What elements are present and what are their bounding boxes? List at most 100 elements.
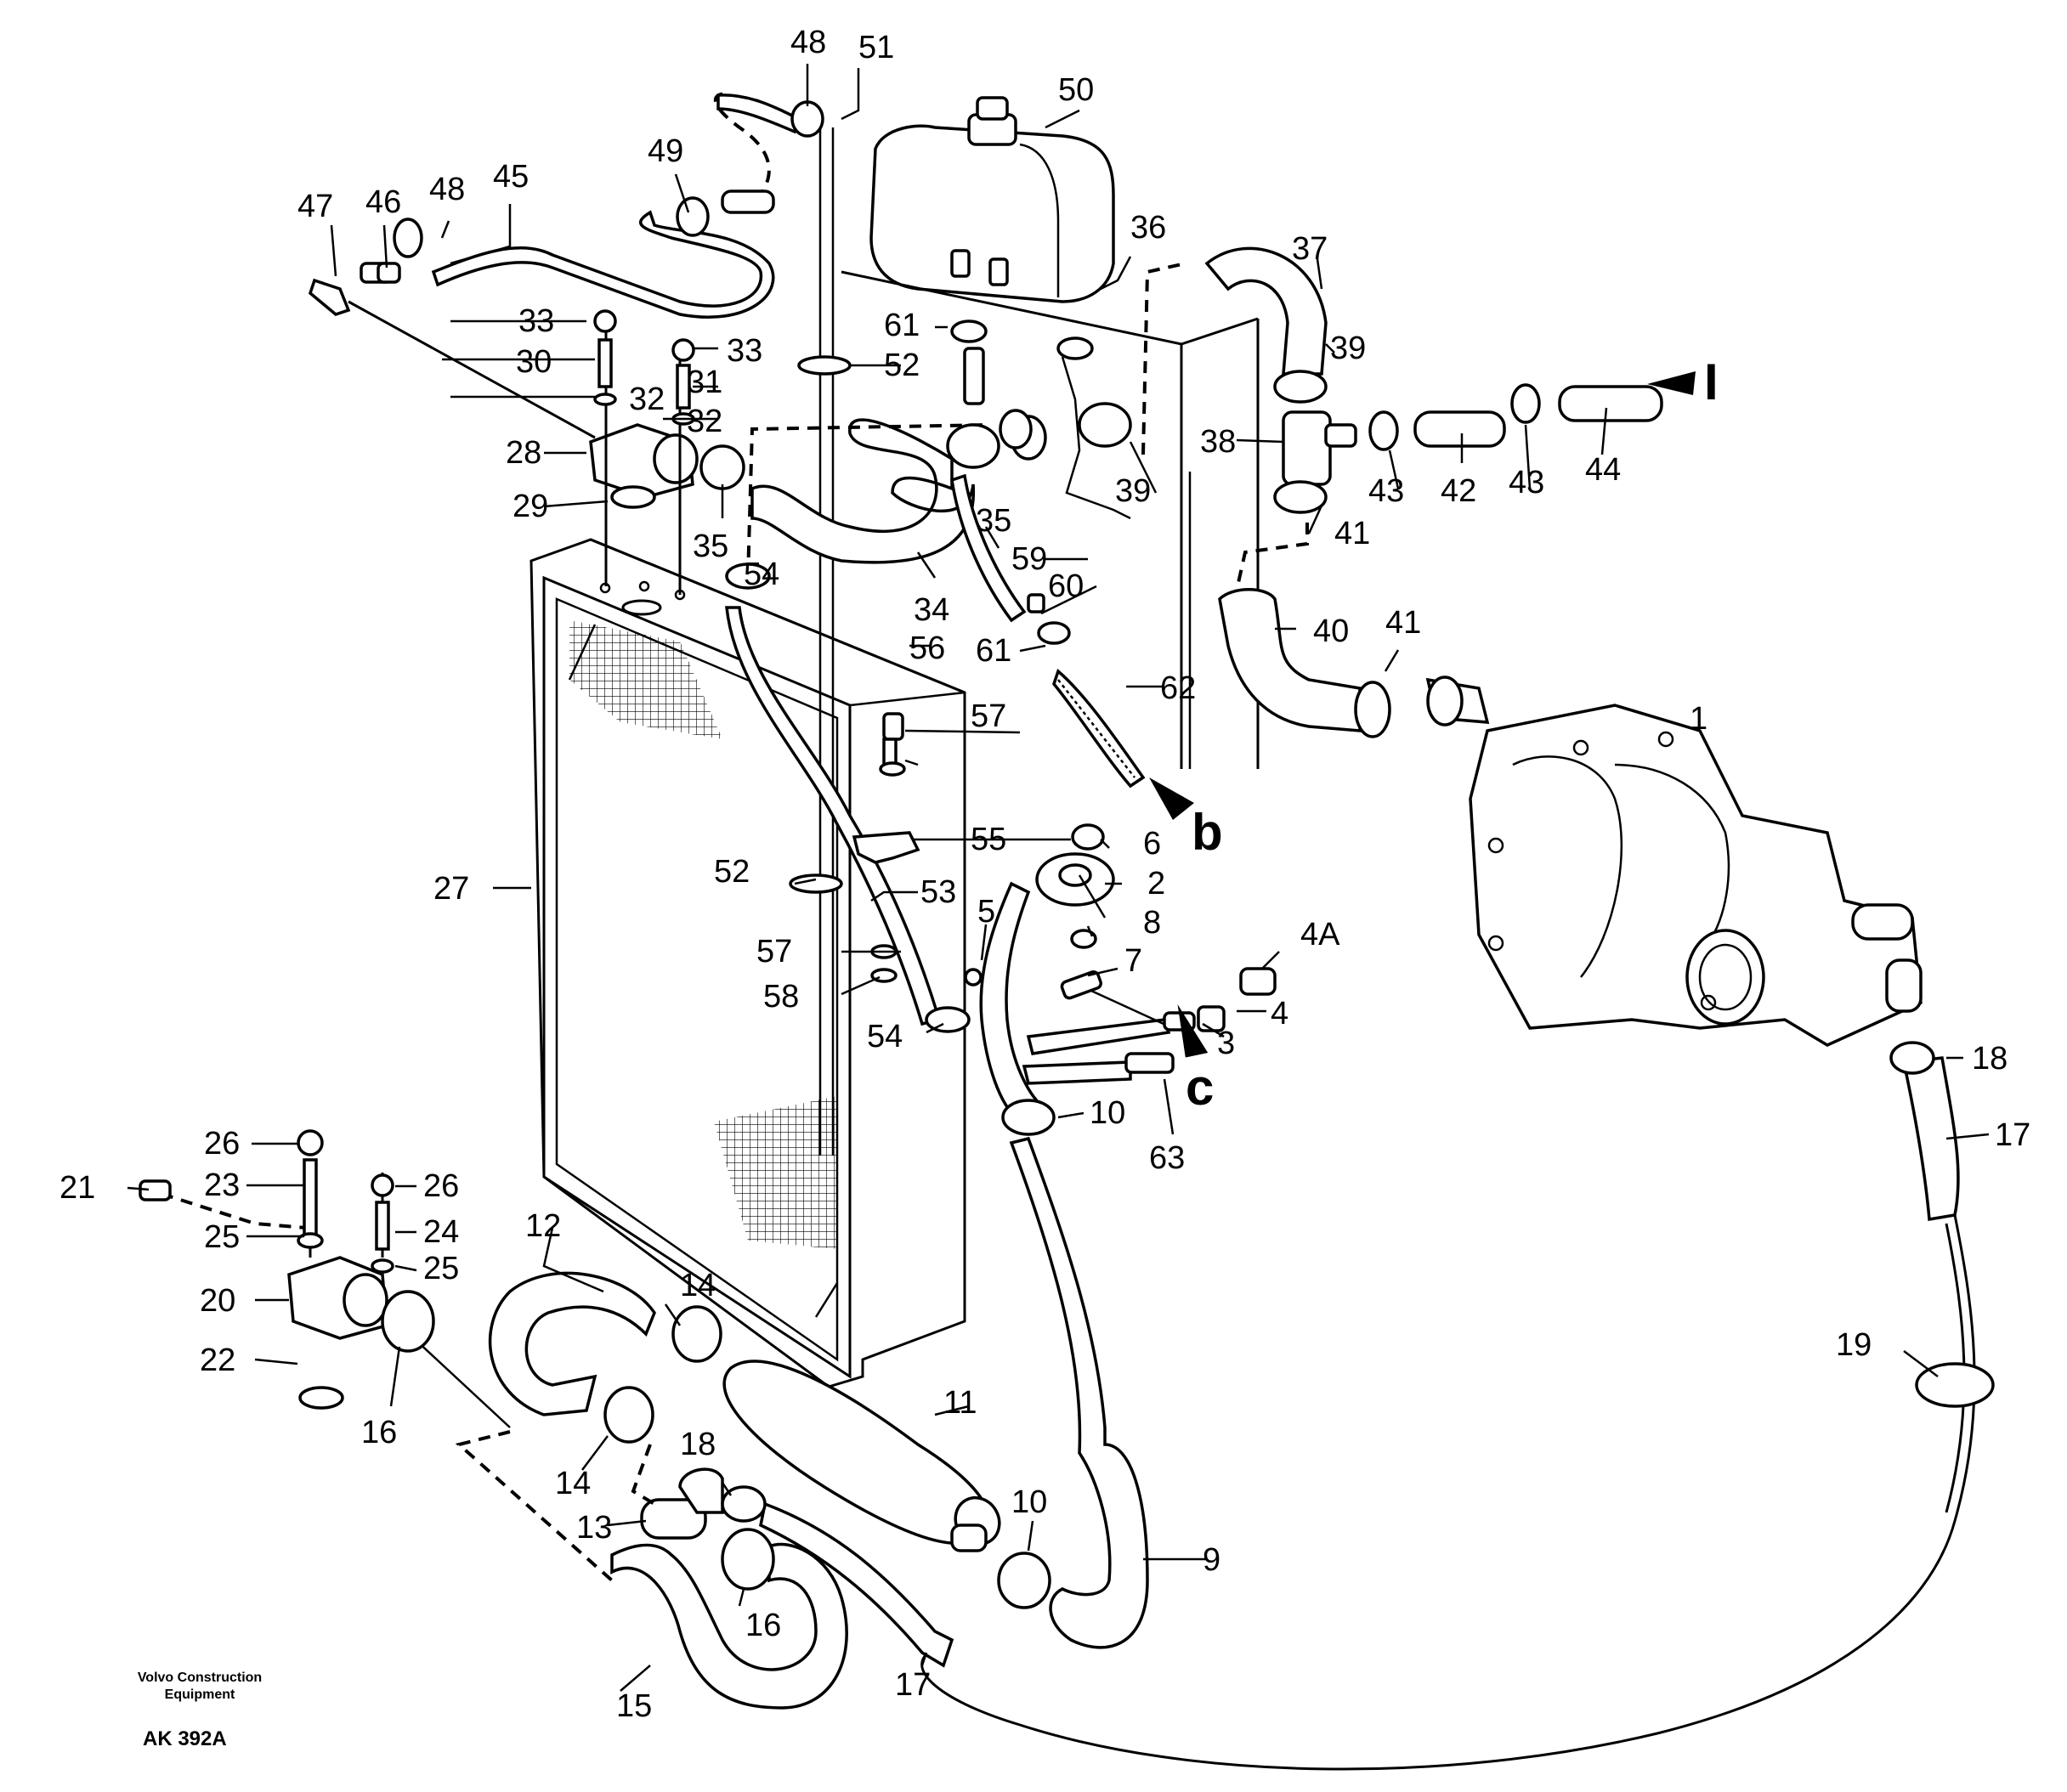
part-label: 59 [1011,541,1047,577]
link-dash-21 [161,1192,307,1230]
part-label: 38 [1200,424,1236,460]
part-label: 60 [1048,568,1084,604]
pipe-53 [725,606,942,1026]
part-label: 62 [1160,670,1196,706]
part-label: 10 [1090,1095,1125,1131]
part-labels: 1 2 3 4 4A 5 6 7 8 9 10 10 11 12 13 14 1… [59,25,2030,1724]
part-label: 52 [884,348,920,383]
part-label: 54 [867,1019,903,1054]
part-label: 26 [423,1168,459,1204]
link-line-6 [1078,874,1107,919]
part-label: 48 [429,172,465,207]
part-label: 19 [1836,1327,1872,1363]
part-label: 31 [687,365,722,400]
hose-45 [431,210,775,319]
expansion-tank [869,96,1115,303]
part-label: 56 [909,630,945,666]
view-labels: b c I [1186,353,1719,1116]
part-label: 2 [1147,866,1165,902]
link-dash-16 [455,1430,614,1582]
part-label: 16 [361,1415,397,1450]
part-label: 36 [1130,210,1166,246]
part-label: 51 [858,30,894,65]
part-label: 37 [1292,231,1328,267]
part-label: 47 [297,189,333,224]
part-label: 18 [680,1427,716,1462]
brand-line-2: Equipment [164,1687,235,1702]
part-label: 12 [525,1208,561,1244]
part-label: 58 [763,979,799,1015]
part-label: 25 [204,1219,240,1255]
part-label: 43 [1368,473,1404,509]
hose-51 [716,93,801,134]
part-label: 48 [790,25,826,60]
link-dash-39 [1141,262,1186,455]
hose-9 [1009,1136,1149,1649]
part-label: 61 [976,633,1011,669]
part-label: 13 [576,1510,612,1546]
part-label: 50 [1058,72,1094,108]
part-label: 43 [1509,465,1544,500]
part-label: 39 [1115,473,1151,509]
water-pump-housing [1425,676,1923,1047]
part-label: 52 [714,854,750,890]
part-label: 30 [516,344,552,380]
part-label: 49 [648,133,683,169]
thermostat-housing-28 [348,300,699,595]
view-label-c: c [1186,1059,1214,1116]
part-label: 8 [1143,905,1161,941]
bracket-39 [1061,356,1131,520]
part-label: 24 [423,1214,459,1250]
part-label: 4A [1300,917,1340,953]
bracket-55 [852,831,920,864]
hose-15 [610,1542,848,1710]
part-label: 23 [204,1167,240,1203]
hose-37 [1204,246,1328,376]
part-label: 16 [745,1608,781,1643]
figure-code: AK 392A [143,1727,227,1750]
part-label: 1 [1690,701,1707,737]
part-label: 39 [1330,331,1366,366]
hose-59 [950,473,1027,623]
part-label: 29 [513,489,548,524]
view-label-b: b [1192,804,1223,861]
part-label: 18 [1972,1041,2008,1077]
brand-line-1: Volvo Construction [137,1670,263,1685]
part-label: 55 [971,822,1006,857]
link-dash-54 [746,423,991,579]
link-dash-14 [631,1444,656,1506]
part-label: 63 [1149,1140,1185,1176]
part-label: 20 [200,1283,235,1319]
part-label: 17 [1995,1117,2030,1153]
fitting-13 [640,1467,724,1540]
part-label: 25 [423,1251,459,1286]
part-label: 6 [1143,826,1161,862]
pipe-17-left [759,1501,954,1668]
part-label: 33 [727,333,762,369]
upper-hose-34 [750,418,976,564]
part-label: 4 [1271,996,1288,1032]
part-label: 45 [493,159,529,195]
part-label: 9 [1203,1542,1220,1578]
part-label: 5 [977,894,995,930]
leader-lines [127,64,1990,1692]
part-label: 61 [884,308,920,343]
hose-62 [1052,668,1146,789]
view-label-I: I [1704,353,1719,410]
part-label: 21 [59,1170,95,1206]
part-label: 53 [920,874,956,910]
part-label: 44 [1585,452,1621,488]
part-label: 10 [1011,1484,1047,1520]
part-label: 40 [1313,613,1349,649]
part-label: 42 [1441,473,1476,509]
part-label: 57 [971,698,1006,734]
line-17 [920,1214,1976,1771]
part-label: 14 [555,1466,591,1501]
part-label: 33 [518,303,554,339]
part-label: 28 [506,435,541,471]
part-label: 46 [365,184,401,220]
part-label: 57 [756,934,792,969]
part-label: 17 [895,1667,931,1703]
part-label: 35 [976,503,1011,539]
